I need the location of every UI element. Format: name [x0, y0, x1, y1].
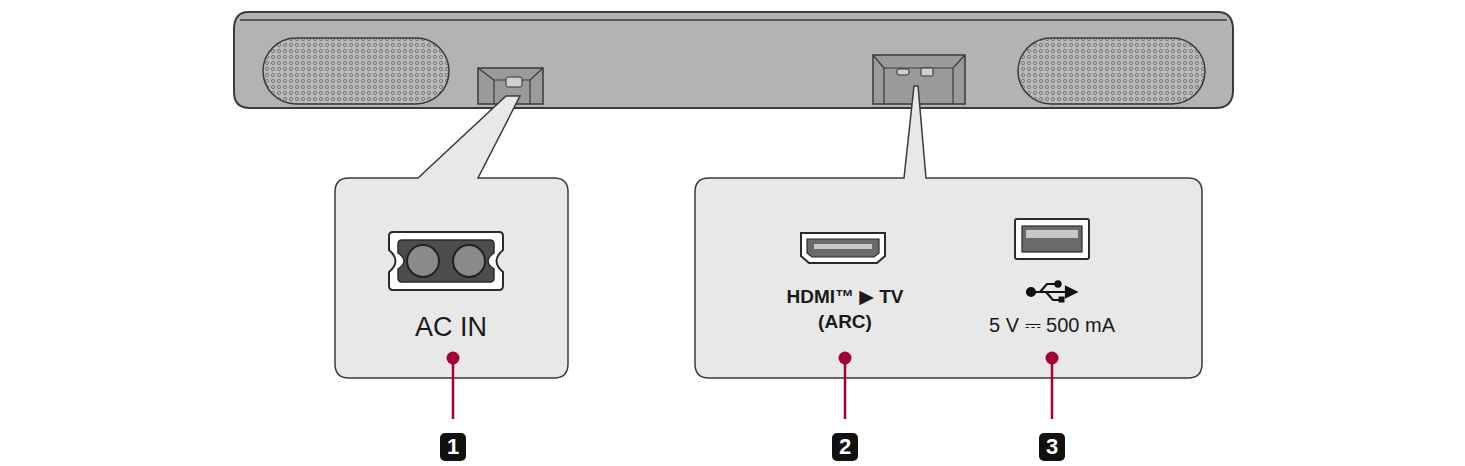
soundbar-body [234, 12, 1233, 108]
callout-panel [695, 86, 1202, 378]
port-label: 5 V ⎓ 500 mA [952, 312, 1152, 338]
ac-socket [389, 232, 503, 290]
usb-port [1015, 219, 1089, 259]
callout-panel: AC IN [335, 178, 568, 378]
port-label: HDMI™ ▶ TV (ARC) [765, 285, 925, 334]
soundbar-edge [240, 19, 1227, 21]
speaker-grille [1018, 38, 1205, 104]
callout-panel [335, 96, 568, 378]
callout-panel: HDMI™ ▶ TV (ARC) 5 V ⎓ 500 mA [695, 178, 1202, 378]
port-label: AC IN [351, 310, 551, 345]
power-socket-small [506, 77, 522, 87]
speaker-grille [263, 38, 449, 104]
hdmi-port [801, 233, 885, 263]
callout-number: 1 [440, 433, 466, 461]
usb-symbol [1027, 281, 1076, 302]
callout-leader [447, 352, 1059, 420]
callout-number: 2 [832, 433, 858, 461]
callout-number: 3 [1039, 433, 1065, 461]
